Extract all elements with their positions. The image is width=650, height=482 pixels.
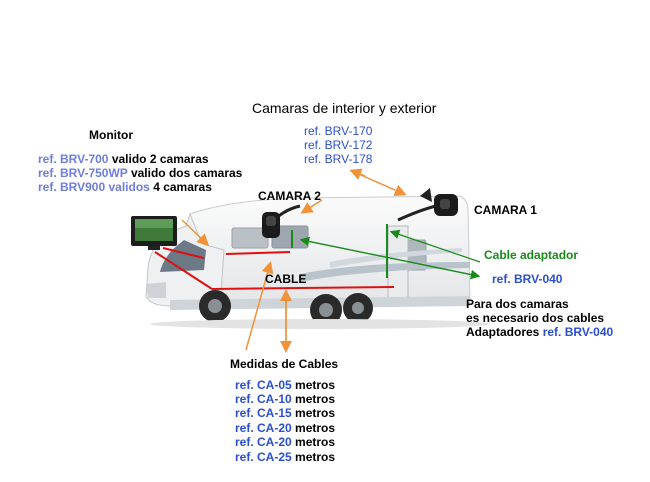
monitor-line-1: ref. BRV-700 valido 2 camaras <box>38 152 209 166</box>
monitor-line-2: ref. BRV-750WP valido dos camaras <box>38 166 242 180</box>
camera-2-illustration <box>262 204 301 238</box>
note-line-2: es necesario dos cables <box>466 311 605 325</box>
cable-adaptador-ref: ref. BRV-040 <box>492 272 563 286</box>
monitor-ref: ref. BRV-750WP <box>38 166 128 180</box>
cable-ref: ref. CA-15 <box>235 406 292 420</box>
arrow-to-camera-2 <box>300 199 323 214</box>
cable-item: ref. CA-10 metros <box>235 392 335 406</box>
monitor-desc: valido 2 camaras <box>111 152 209 166</box>
monitor-desc: 4 camaras <box>153 180 212 194</box>
cable-item: ref. CA-20 metros <box>235 435 335 449</box>
adaptador-marks <box>291 224 388 278</box>
monitor-illustration <box>131 216 177 250</box>
orange-arrows <box>181 168 407 353</box>
cable-label: CABLE <box>265 272 307 286</box>
cables-heading: Medidas de Cables <box>230 357 339 371</box>
monitor-line-3: ref. BRV900 validos 4 camaras <box>38 180 212 194</box>
camera-ref-3: ref. BRV-178 <box>304 152 373 166</box>
cable-ref: ref. CA-25 <box>235 450 292 464</box>
cable-unit: metros <box>295 450 336 464</box>
camera-1-illustration <box>397 188 458 222</box>
cable-line-upper <box>225 251 291 255</box>
arrow-adaptador-camera-1 <box>389 229 481 263</box>
green-arrows <box>299 229 481 280</box>
cable-ref: ref. CA-10 <box>235 392 292 406</box>
cable-item: ref. CA-15 metros <box>235 406 335 420</box>
note-ref: ref. BRV-040 <box>542 325 614 339</box>
camara-1-label: CAMARA 1 <box>474 203 537 217</box>
cable-adaptador-label: Cable adaptador <box>484 248 579 262</box>
cable-unit: metros <box>295 421 336 435</box>
cable-item: ref. CA-25 metros <box>235 450 335 464</box>
note-line-3: Adaptadores ref. BRV-040 <box>466 325 613 339</box>
motorhome-illustration <box>145 195 490 329</box>
camara-2-label: CAMARA 2 <box>258 189 321 203</box>
cable-unit: metros <box>295 392 336 406</box>
diagram-title: Camaras de interior y exterior <box>252 100 437 116</box>
arrow-to-cable-upper <box>245 261 274 351</box>
cable-line-monitor-2 <box>162 247 205 259</box>
cable-lines <box>154 247 395 290</box>
cable-unit: metros <box>295 406 336 420</box>
cable-item: ref. CA-05 metros <box>235 378 335 392</box>
note-prefix: Adaptadores <box>466 325 540 339</box>
monitor-heading: Monitor <box>89 128 133 142</box>
camera-ref-2: ref. BRV-172 <box>304 138 373 152</box>
cable-line-lower <box>211 286 395 290</box>
cable-unit: metros <box>295 378 336 392</box>
cable-ref: ref. CA-20 <box>235 435 292 449</box>
cable-line-monitor <box>154 251 213 290</box>
cable-ref: ref. CA-05 <box>235 378 292 392</box>
monitor-ref: ref. BRV900 validos <box>38 180 150 194</box>
cable-ref: ref. CA-20 <box>235 421 292 435</box>
arrow-to-monitor <box>181 219 210 247</box>
cable-unit: metros <box>295 435 336 449</box>
camera-ref-1: ref. BRV-170 <box>304 124 373 138</box>
monitor-desc: valido dos camaras <box>130 166 243 180</box>
cable-item: ref. CA-20 metros <box>235 421 335 435</box>
note-line-1: Para dos camaras <box>466 297 569 311</box>
monitor-ref: ref. BRV-700 <box>38 152 109 166</box>
